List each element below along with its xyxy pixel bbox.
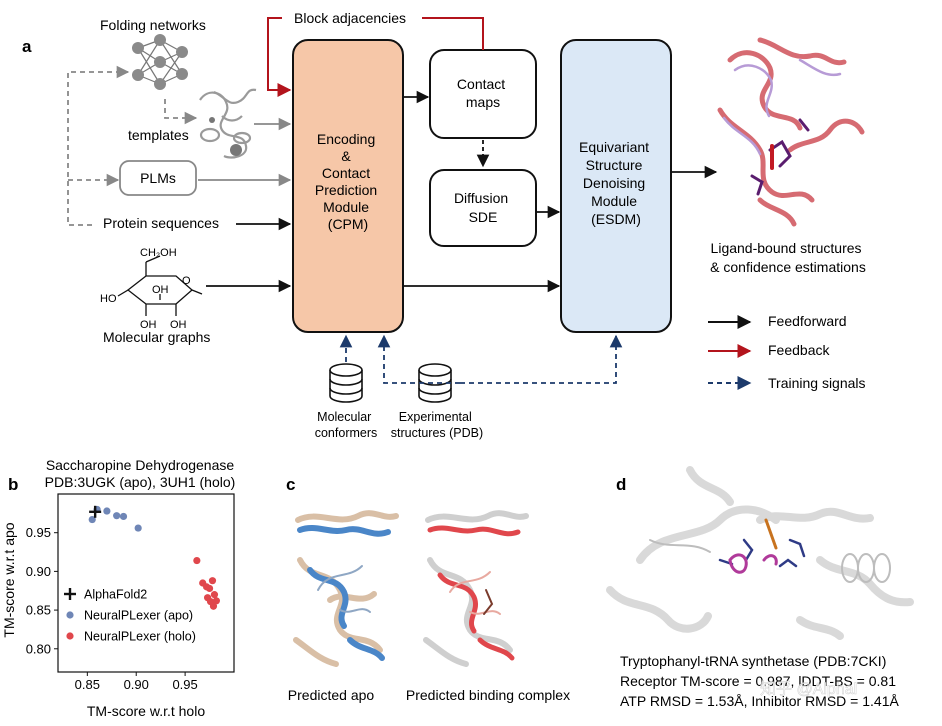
panel-c: c bbox=[286, 475, 570, 703]
database-icon-pdb bbox=[418, 363, 452, 403]
esdm-label: Equivariant Structure Denoising Module (… bbox=[579, 139, 653, 227]
data-point bbox=[113, 512, 121, 520]
label-molecular-conformers: Molecular conformers bbox=[315, 410, 378, 440]
panel-d-letter: d bbox=[616, 475, 626, 494]
contact-maps-label: Contact maps bbox=[457, 76, 509, 110]
label-templates: templates bbox=[128, 127, 189, 143]
legend-feedforward: Feedforward bbox=[768, 313, 847, 329]
trp-trna-synthetase-structure-image bbox=[606, 466, 914, 640]
database-icon-conformers bbox=[329, 363, 363, 403]
y-axis-label: TM-score w.r.t apo bbox=[1, 522, 17, 637]
glucose-oh-3: OH bbox=[170, 319, 187, 331]
output-caption: Ligand-bound structures & confidence est… bbox=[710, 240, 866, 275]
y-tick-label: 0.90 bbox=[26, 564, 51, 579]
data-point bbox=[205, 584, 214, 593]
data-point bbox=[193, 556, 201, 565]
panel-b-title-line1: Saccharopine Dehydrogenase bbox=[46, 457, 235, 473]
panel-b-letter: b bbox=[8, 475, 18, 494]
panel-a-legend: Feedforward Feedback Training signals bbox=[708, 313, 866, 391]
scatter-chart: 0.85 0.90 0.95 0.80 0.85 0.90 0.95 TM-score w… bbox=[1, 493, 235, 719]
glucose-ho: HO bbox=[100, 293, 117, 305]
cpm-box bbox=[292, 39, 404, 333]
label-block-adjacencies: Block adjacencies bbox=[294, 10, 406, 26]
legend-label: NeuralPLexer (apo) bbox=[84, 609, 193, 623]
panel-a-letter: a bbox=[22, 37, 32, 56]
glucose-o: O bbox=[182, 275, 191, 287]
legend-training-signals: Training signals bbox=[768, 375, 866, 391]
data-points bbox=[88, 505, 220, 610]
data-point bbox=[119, 512, 128, 521]
esdm-box bbox=[560, 39, 672, 333]
glucose-oh-2: OH bbox=[140, 319, 157, 331]
plot-frame bbox=[57, 493, 235, 673]
y-tick-label: 0.80 bbox=[26, 641, 51, 656]
feedback-arrow bbox=[267, 17, 484, 97]
caption-predicted-apo: Predicted apo bbox=[288, 687, 375, 703]
predicted-complex-structure-image bbox=[423, 510, 529, 667]
label-folding-networks: Folding networks bbox=[100, 17, 206, 33]
data-point bbox=[212, 597, 220, 605]
data-point bbox=[208, 577, 217, 585]
panel-d-caption: Tryptophanyl-tRNA synthetase (PDB:7CKI) … bbox=[620, 653, 900, 709]
data-point bbox=[209, 602, 218, 610]
x-tick-label: 0.95 bbox=[172, 677, 197, 692]
label-protein-sequences: Protein sequences bbox=[103, 215, 219, 231]
y-axis-ticks: 0.80 0.85 0.90 0.95 bbox=[26, 525, 58, 656]
x-tick-label: 0.90 bbox=[124, 677, 149, 692]
glucose-oh-1: OH bbox=[152, 284, 169, 296]
legend-feedback: Feedback bbox=[768, 342, 830, 358]
legend-label: NeuralPLexer (holo) bbox=[84, 630, 196, 644]
label-experimental-structures: Experimental structures (PDB) bbox=[391, 410, 483, 440]
x-axis-ticks: 0.85 0.90 0.95 bbox=[75, 672, 198, 692]
glucose-molecule-icon bbox=[117, 255, 203, 316]
y-tick-label: 0.95 bbox=[26, 525, 51, 540]
caption-predicted-complex: Predicted binding complex bbox=[406, 687, 570, 703]
ligand-bound-structure-image bbox=[717, 37, 865, 227]
y-tick-label: 0.85 bbox=[26, 603, 51, 618]
diffusion-sde-label: Diffusion SDE bbox=[454, 190, 512, 225]
panel-b: b Saccharopine Dehydrogenase PDB:3UGK (a… bbox=[1, 457, 235, 719]
predicted-apo-structure-image bbox=[293, 510, 399, 667]
diffusion-sde-box bbox=[429, 169, 537, 247]
plms-box bbox=[119, 160, 197, 196]
label-plms: PLMs bbox=[140, 170, 176, 186]
legend-marker bbox=[66, 632, 74, 640]
neural-network-icon bbox=[132, 34, 188, 90]
data-point bbox=[134, 524, 142, 532]
template-structure-image bbox=[199, 88, 257, 159]
label-molecular-graphs: Molecular graphs bbox=[103, 329, 210, 345]
panel-b-title-line2: PDB:3UGK (apo), 3UH1 (holo) bbox=[45, 474, 236, 490]
glucose-ch2oh: CH₂OH bbox=[140, 247, 177, 259]
x-axis-label: TM-score w.r.t holo bbox=[87, 703, 205, 719]
watermark: 知乎 @Alphal bbox=[760, 680, 857, 698]
data-point-plus bbox=[89, 505, 102, 518]
legend-marker bbox=[64, 588, 76, 600]
x-tick-label: 0.85 bbox=[75, 677, 100, 692]
panel-d: d bbox=[606, 466, 914, 709]
legend-marker bbox=[66, 611, 74, 619]
panel-c-letter: c bbox=[286, 475, 295, 494]
panel-a: a Folding networks templates bbox=[22, 8, 866, 440]
data-point bbox=[103, 507, 111, 515]
data-point bbox=[210, 591, 219, 599]
cpm-label: Encoding & Contact Prediction Module (CP… bbox=[315, 131, 381, 232]
legend-label: AlphaFold2 bbox=[84, 588, 147, 602]
